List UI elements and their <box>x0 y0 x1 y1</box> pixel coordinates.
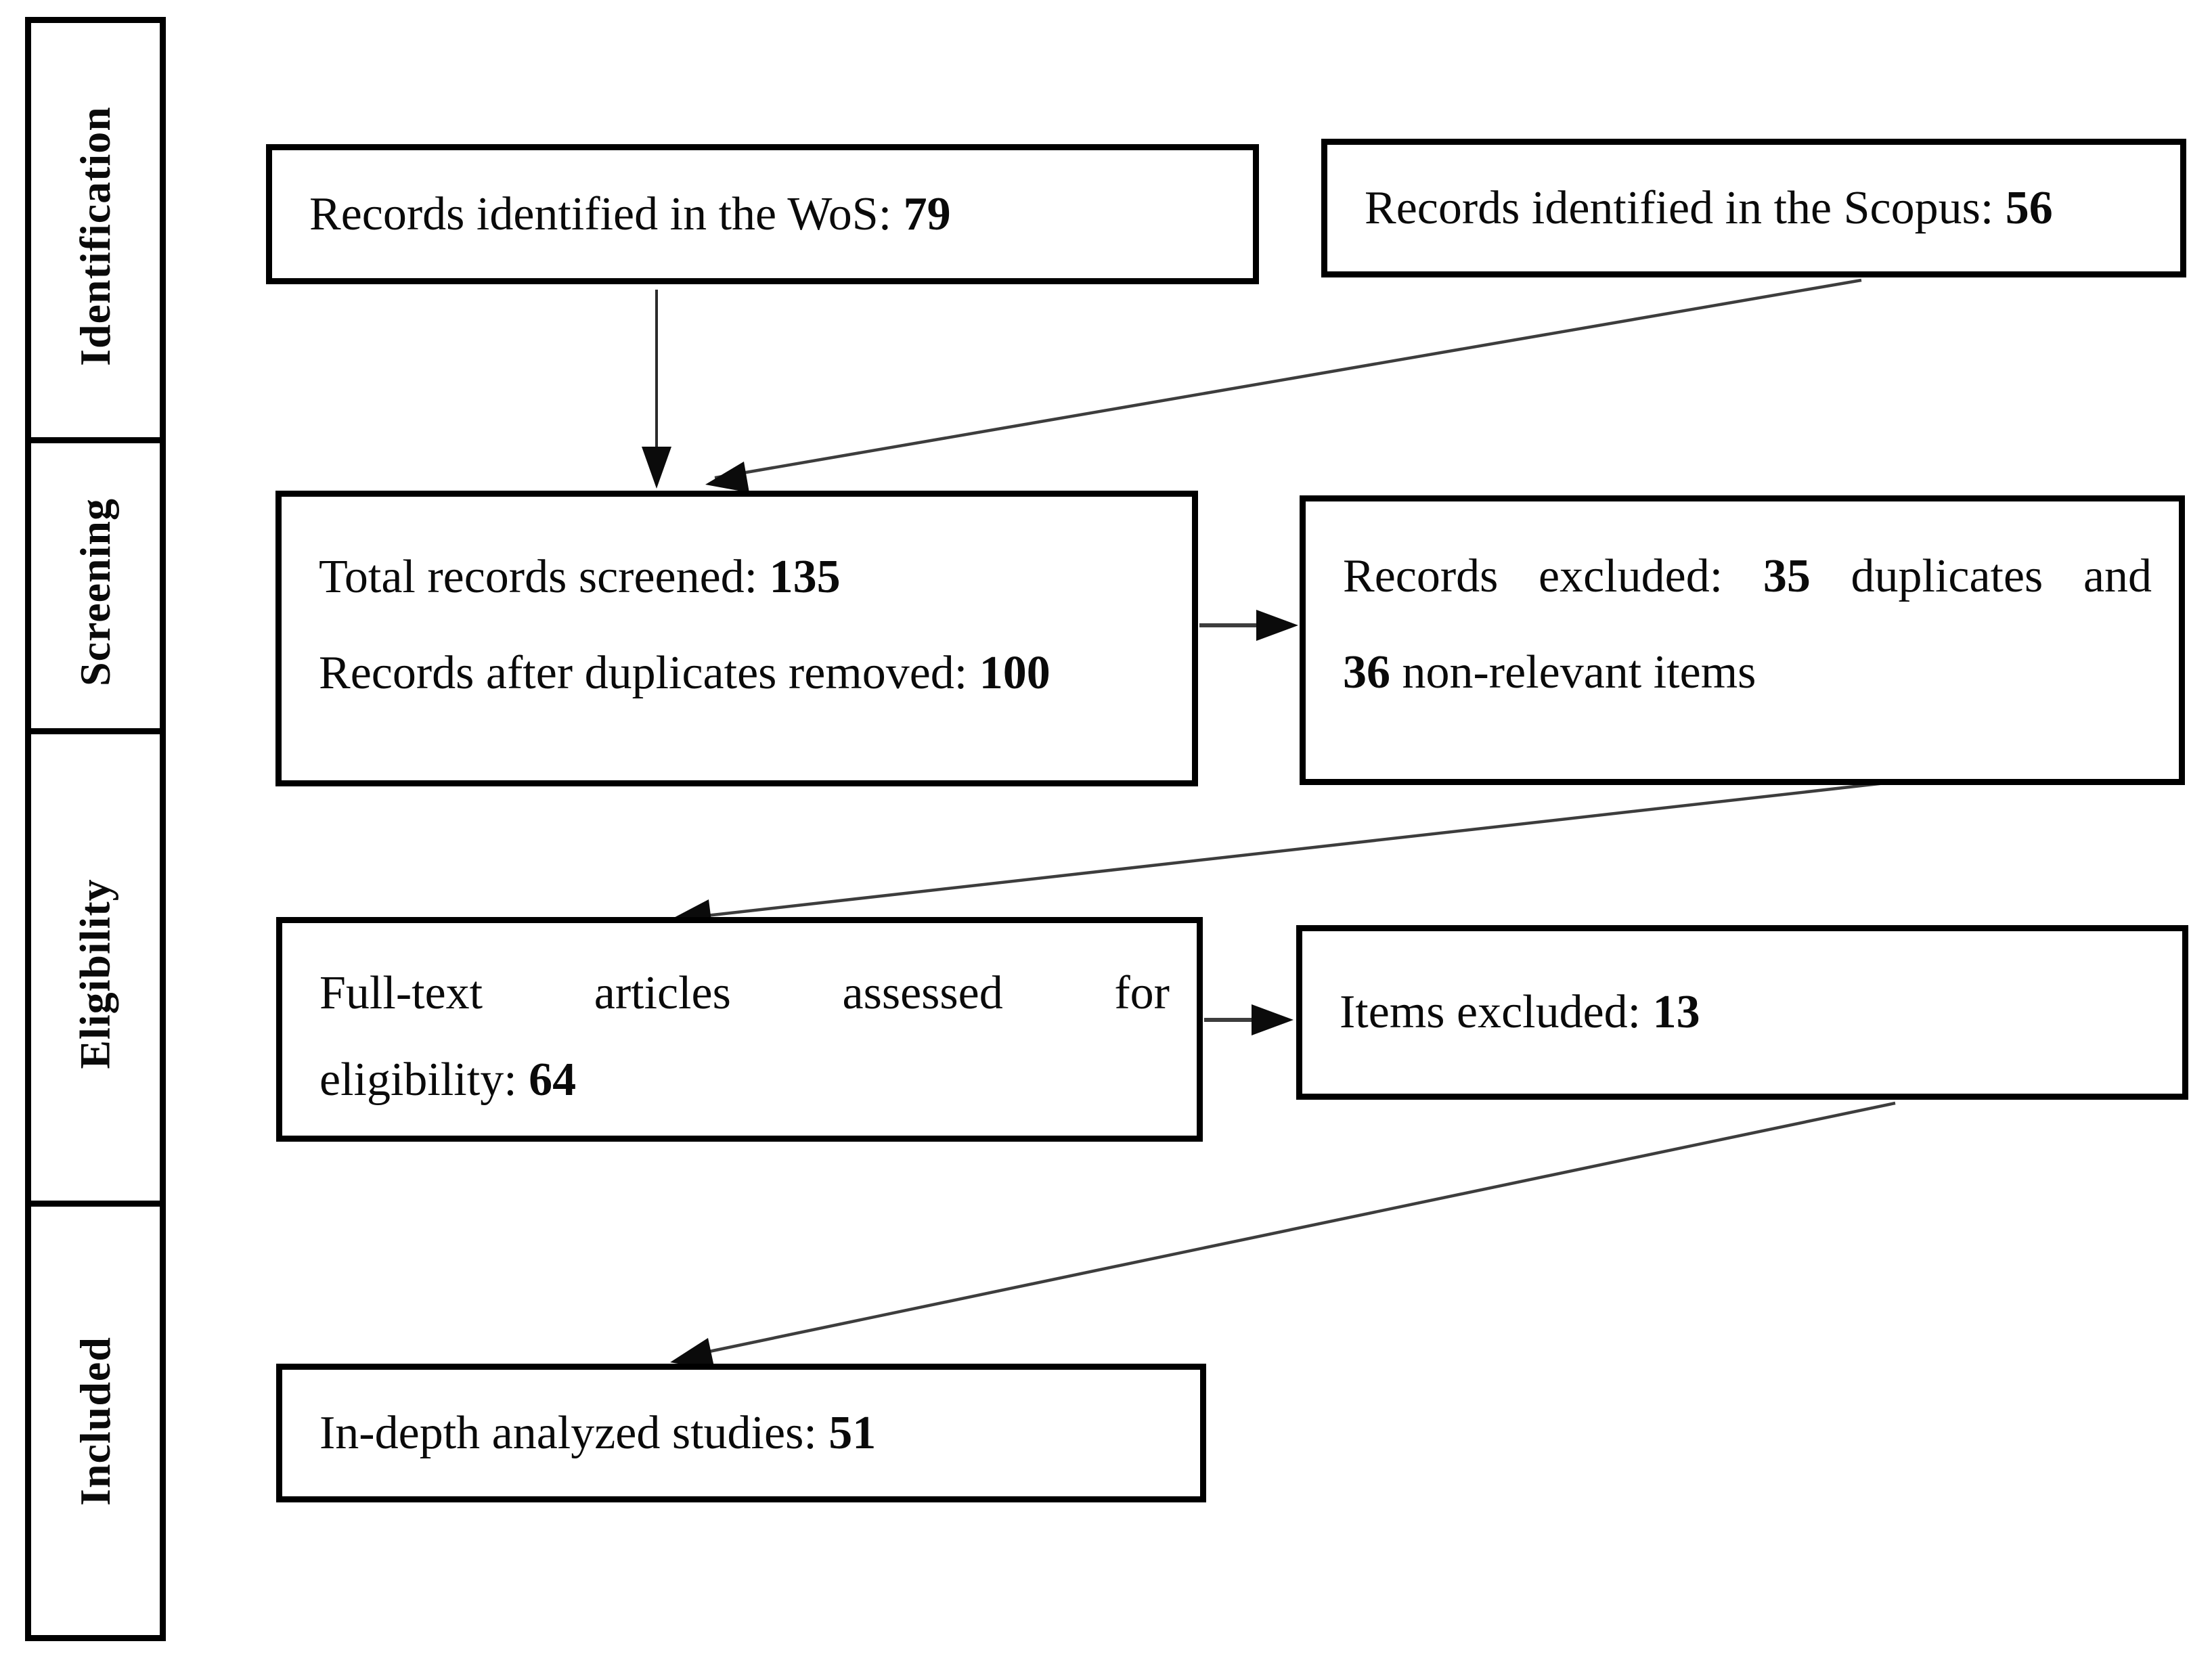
box-screening: Total records screened: 135 Records afte… <box>275 491 1198 786</box>
stage-screening-label: Screening <box>71 497 119 686</box>
arrow-screening-to-excluded <box>1199 610 1298 641</box>
box-items-excluded-text: Items excluded: 13 <box>1340 986 1700 1039</box>
box-items-excluded: Items excluded: 13 <box>1296 925 2188 1100</box>
box-records-scopus: Records identified in the Scopus: 56 <box>1321 139 2186 277</box>
box-fulltext-line2: eligibility: 64 <box>319 1054 577 1106</box>
box-records-wos-text: Records identified in the WoS: 79 <box>309 187 951 240</box>
box-screening-line1: Total records screened: 135 <box>319 551 841 603</box>
arrow-items-excluded-to-included <box>670 1101 1896 1370</box>
box-records-scopus-text: Records identified in the Scopus: 56 <box>1365 181 2053 234</box>
stage-eligibility: Eligibility <box>25 728 166 1219</box>
stage-identification: Identification <box>25 17 166 455</box>
box-fulltext: Full-text articles assessed for eligibil… <box>276 917 1203 1142</box>
stage-screening: Screening <box>25 437 166 746</box>
stage-identification-label: Identification <box>71 106 119 366</box>
arrow-scopus-to-screening <box>705 278 1862 493</box>
box-records-excluded-line1: Records excluded: 35 duplicates and <box>1343 550 2152 602</box>
box-screening-line2: Records after duplicates removed: 100 <box>319 647 1050 699</box>
box-records-excluded: Records excluded: 35 duplicates and 36 n… <box>1300 495 2185 785</box>
arrow-excluded-to-fulltext <box>669 779 1904 932</box>
box-records-excluded-line2: 36 non-relevant items <box>1343 646 1756 698</box>
stage-eligibility-label: Eligibility <box>71 878 119 1069</box>
box-fulltext-line1: Full-text articles assessed for <box>319 967 1170 1019</box>
box-included-text: In-depth analyzed studies: 51 <box>319 1406 877 1459</box>
box-included: In-depth analyzed studies: 51 <box>276 1364 1206 1502</box>
arrow-fulltext-to-items-excluded <box>1204 1004 1293 1035</box>
stage-included-label: Included <box>71 1336 119 1506</box>
arrow-wos-to-screening <box>642 290 671 489</box>
box-records-wos: Records identified in the WoS: 79 <box>266 144 1259 284</box>
stage-included: Included <box>25 1201 166 1641</box>
